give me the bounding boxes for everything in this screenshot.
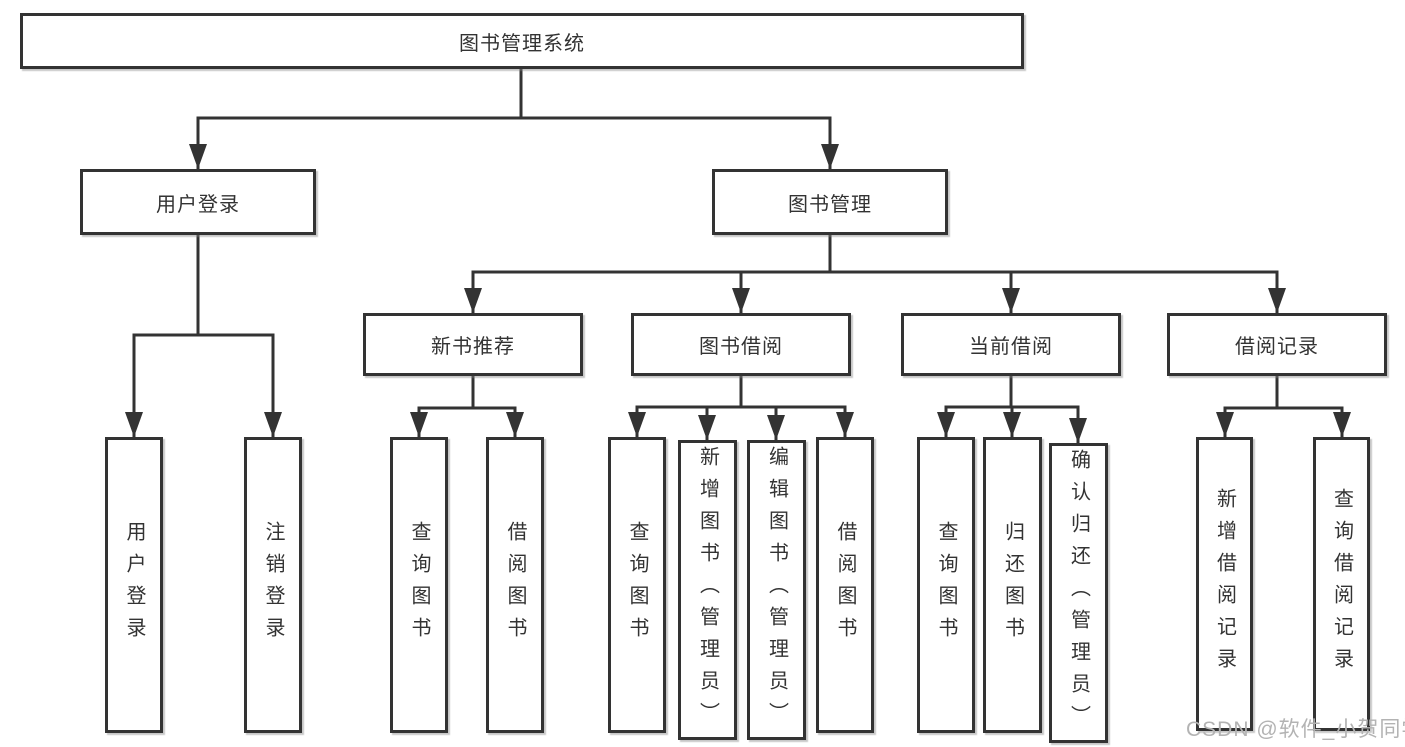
node-leaf-logout: 注销登录 <box>244 437 302 733</box>
node-borrowing-records: 借阅记录 <box>1167 313 1387 376</box>
node-leaf-query-books-borrowing: 查询图书 <box>608 437 666 733</box>
node-leaf-query-books-current: 查询图书 <box>917 437 975 733</box>
node-user-login: 用户登录 <box>80 169 316 235</box>
node-leaf-query-borrow-record: 查询借阅记录 <box>1313 437 1370 731</box>
node-new-book-recommend: 新书推荐 <box>363 313 583 376</box>
node-book-management: 图书管理 <box>712 169 948 235</box>
node-book-borrowing: 图书借阅 <box>631 313 851 376</box>
node-leaf-borrow-books-borrowing: 借阅图书 <box>816 437 874 733</box>
node-leaf-return-books: 归还图书 <box>983 437 1042 733</box>
node-leaf-confirm-return-admin: 确认归还（管理员） <box>1049 443 1108 743</box>
node-leaf-edit-book-admin: 编辑图书（管理员） <box>747 440 806 740</box>
node-library-management-system: 图书管理系统 <box>20 13 1024 69</box>
watermark: CSDN @软件_小贺同学 <box>1186 718 1405 741</box>
node-current-borrowing: 当前借阅 <box>901 313 1121 376</box>
node-leaf-borrow-books-recommend: 借阅图书 <box>486 437 544 733</box>
node-leaf-add-borrow-record: 新增借阅记录 <box>1196 437 1253 731</box>
node-leaf-user-login: 用户登录 <box>105 437 163 733</box>
node-leaf-add-book-admin: 新增图书（管理员） <box>678 440 737 740</box>
node-leaf-query-books-recommend: 查询图书 <box>390 437 448 733</box>
